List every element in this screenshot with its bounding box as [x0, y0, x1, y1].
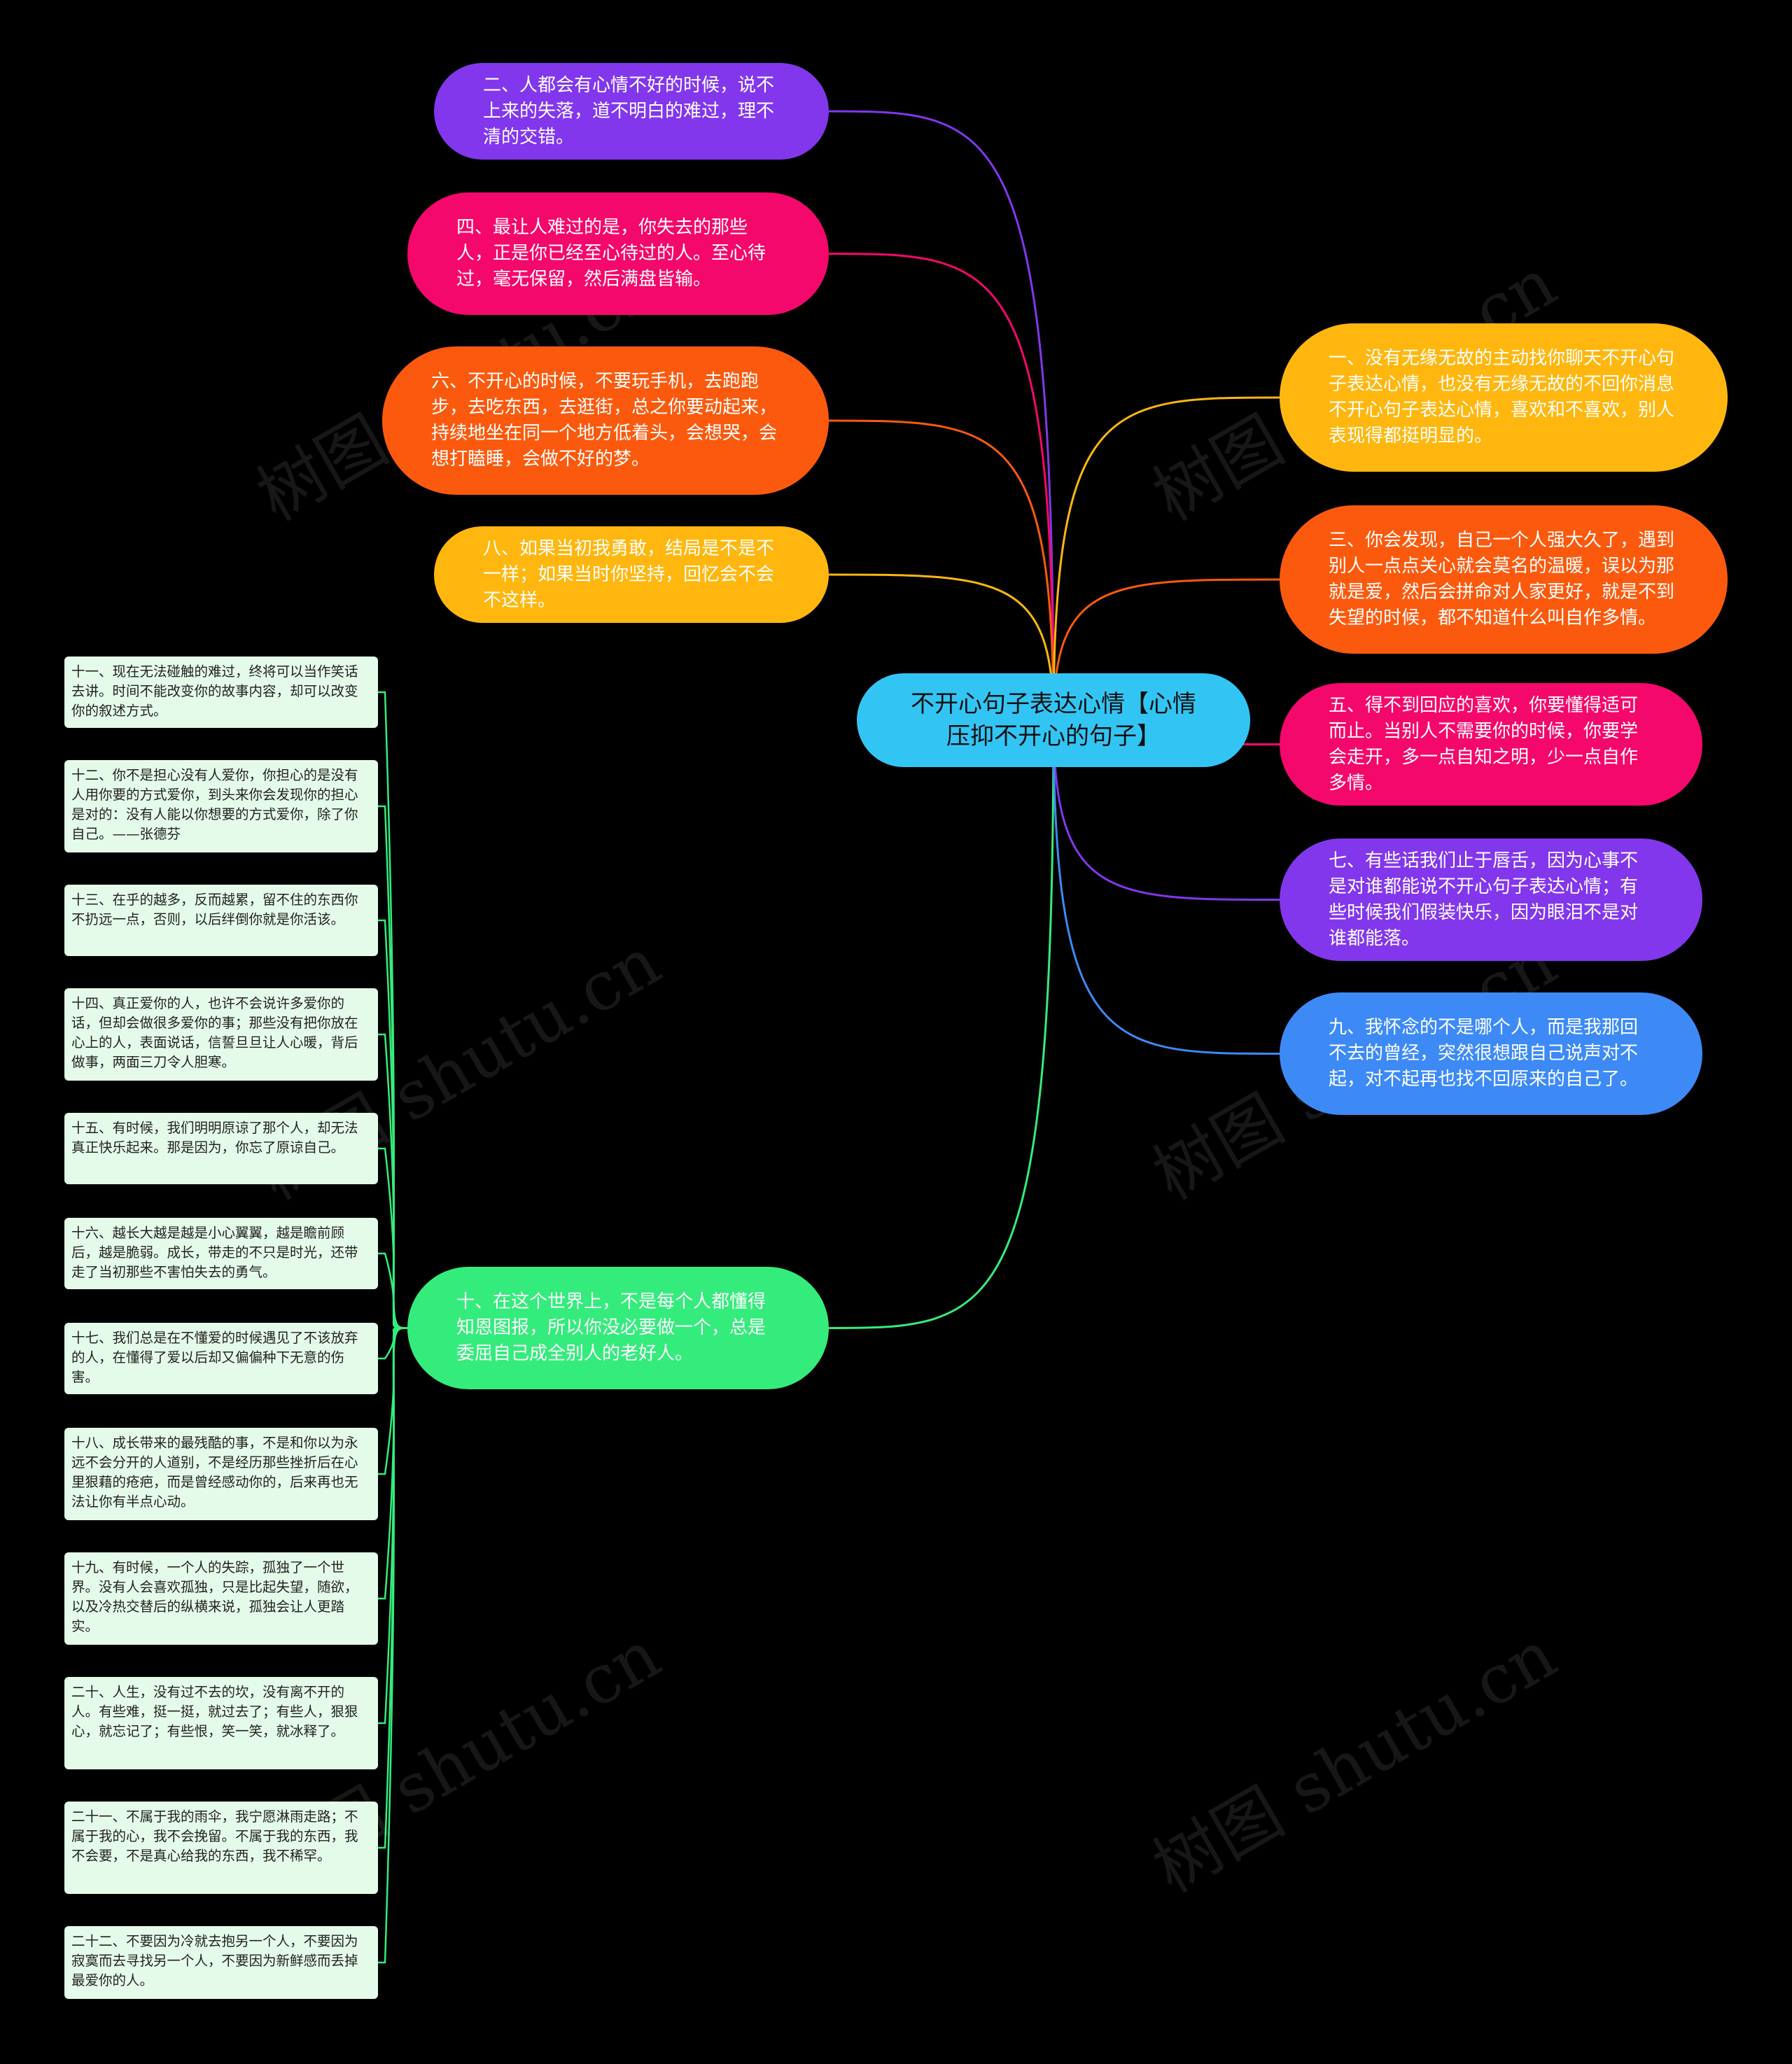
branch-label: 一、没有无缘无故的主动找你聊天不开心句子表达心情，也没有无缘无故的不回你消息不开…	[1329, 348, 1675, 447]
leaf-label: 十九、有时候，一个人的失踪，孤独了一个世界。没有人会喜欢孤独，只是比起失望，随欲…	[71, 1559, 358, 1634]
branch-label: 七、有些话我们止于唇舌，因为心事不是对谁都能说不开心句子表达心情；有些时候我们假…	[1329, 850, 1639, 949]
leaf-label: 二十二、不要因为冷就去抱另一个人，不要因为寂寞而去寻找另一个人，不要因为新鲜感而…	[71, 1933, 358, 1988]
branch-node-9[interactable]: 九、我怀念的不是哪个人，而是我那回不去的曾经，突然很想跟自己说声对不起，对不起再…	[1280, 992, 1702, 1115]
leaf-node-16[interactable]: 十六、越长大越是越是小心翼翼，越是瞻前顾后，越是脆弱。成长，带走的不只是时光，还…	[64, 1218, 378, 1289]
leaf-label: 十八、成长带来的最残酷的事，不是和你以为永远不会分开的人道别，不是经历那些挫折后…	[71, 1435, 358, 1510]
branch-node-1[interactable]: 一、没有无缘无故的主动找你聊天不开心句子表达心情，也没有无缘无故的不回你消息不开…	[1280, 323, 1728, 472]
leaf-node-13[interactable]: 十三、在乎的越多，反而越累，留不住的东西你不扔远一点，否则，以后绊倒你就是你活该…	[64, 885, 378, 956]
branch-node-3[interactable]: 三、你会发现，自己一个人强大久了，遇到别人一点点关心就会莫名的温暖，误以为那就是…	[1280, 505, 1728, 654]
branch-connector	[828, 110, 1055, 721]
leaf-node-14[interactable]: 十四、真正爱你的人，也许不会说许多爱你的话，但却会做很多爱你的事；那些没有把你放…	[64, 988, 378, 1081]
leaf-label: 十五、有时候，我们明明原谅了那个人，却无法真正快乐起来。那是因为，你忘了原谅自己…	[71, 1120, 358, 1156]
center-topic[interactable]: 不开心句子表达心情【心情压抑不开心的句子】	[857, 673, 1250, 767]
leaf-label: 十二、你不是担心没有人爱你，你担心的是没有人用你要的方式爱你，到头来你会发现你的…	[71, 767, 358, 842]
branch-connector	[1052, 719, 1280, 901]
leaf-node-21[interactable]: 二十一、不属于我的雨伞，我宁愿淋雨走路；不属于我的心，我不会挽留。不属于我的东西…	[64, 1802, 378, 1894]
branch-label: 五、得不到回应的喜欢，你要懂得适可而止。当别人不需要你的时候，你要学会走开，多一…	[1329, 694, 1639, 794]
branch-label: 三、你会发现，自己一个人强大久了，遇到别人一点点关心就会莫名的温暖，误以为那就是…	[1329, 530, 1675, 629]
branch-node-10[interactable]: 十、在这个世界上，不是每个人都懂得知恩图报，所以你没必要做一个，总是委屈自己成全…	[407, 1267, 829, 1389]
branch-label: 九、我怀念的不是哪个人，而是我那回不去的曾经，突然很想跟自己说声对不起，对不起再…	[1329, 1017, 1639, 1090]
leaf-label: 二十一、不属于我的雨伞，我宁愿淋雨走路；不属于我的心，我不会挽留。不属于我的东西…	[71, 1809, 358, 1864]
leaf-node-19[interactable]: 十九、有时候，一个人的失踪，孤独了一个世界。没有人会喜欢孤独，只是比起失望，随欲…	[64, 1552, 378, 1645]
leaf-label: 十三、在乎的越多，反而越累，留不住的东西你不扔远一点，否则，以后绊倒你就是你活该…	[71, 892, 358, 927]
leaf-label: 十一、现在无法碰触的难过，终将可以当作笑话去讲。时间不能改变你的故事内容，却可以…	[71, 664, 358, 719]
branch-node-6[interactable]: 六、不开心的时候，不要玩手机，去跑跑步，去吃东西，去逛街，总之你要动起来，持续地…	[382, 346, 829, 495]
leaf-node-22[interactable]: 二十二、不要因为冷就去抱另一个人，不要因为寂寞而去寻找另一个人，不要因为新鲜感而…	[64, 1926, 378, 1999]
branch-node-8[interactable]: 八、如果当初我勇敢，结局是不是不一样；如果当时你坚持，回忆会不会不这样。	[434, 526, 829, 623]
branch-label: 十、在这个世界上，不是每个人都懂得知恩图报，所以你没必要做一个，总是委屈自己成全…	[456, 1291, 766, 1364]
branch-connector	[828, 573, 1055, 721]
branch-label: 六、不开心的时候，不要玩手机，去跑跑步，去吃东西，去逛街，总之你要动起来，持续地…	[431, 371, 778, 470]
branch-connector	[828, 719, 1055, 1329]
leaf-node-20[interactable]: 二十、人生，没有过不去的坎，没有离不开的人。有些难，挺一挺，就过去了；有些人，狠…	[64, 1677, 378, 1769]
branch-label: 四、最让人难过的是，你失去的那些人，正是你已经至心待过的人。至心待过，毫无保留，…	[456, 217, 766, 290]
branch-label: 二、人都会有心情不好的时候，说不上来的失落，道不明白的难过，理不清的交错。	[483, 74, 775, 148]
leaf-label: 二十、人生，没有过不去的坎，没有离不开的人。有些难，挺一挺，就过去了；有些人，狠…	[71, 1684, 358, 1739]
leaf-label: 十四、真正爱你的人，也许不会说许多爱你的话，但却会做很多爱你的事；那些没有把你放…	[71, 995, 358, 1070]
leaf-node-18[interactable]: 十八、成长带来的最残酷的事，不是和你以为永远不会分开的人道别，不是经历那些挫折后…	[64, 1428, 378, 1520]
branch-node-5[interactable]: 五、得不到回应的喜欢，你要懂得适可而止。当别人不需要你的时候，你要学会走开，多一…	[1280, 683, 1702, 806]
branch-connector	[828, 253, 1055, 721]
leaf-label: 十七、我们总是在不懂爱的时候遇见了不该放弃的人，在懂得了爱以后却又偏偏种下无意的…	[71, 1330, 358, 1385]
leaf-node-17[interactable]: 十七、我们总是在不懂爱的时候遇见了不该放弃的人，在懂得了爱以后却又偏偏种下无意的…	[64, 1323, 378, 1394]
branch-connector	[1052, 396, 1280, 721]
branch-label: 八、如果当初我勇敢，结局是不是不一样；如果当时你坚持，回忆会不会不这样。	[483, 538, 775, 611]
branch-connector	[828, 419, 1055, 721]
center-topic-label: 不开心句子表达心情【心情压抑不开心的句子】	[911, 690, 1196, 750]
branch-connector	[1052, 578, 1280, 721]
leaf-label: 十六、越长大越是越是小心翼翼，越是瞻前顾后，越是脆弱。成长，带走的不只是时光，还…	[71, 1225, 358, 1280]
leaf-connector	[378, 1327, 408, 1964]
leaf-node-12[interactable]: 十二、你不是担心没有人爱你，你担心的是没有人用你要的方式爱你，到头来你会发现你的…	[64, 760, 378, 852]
branch-node-4[interactable]: 四、最让人难过的是，你失去的那些人，正是你已经至心待过的人。至心待过，毫无保留，…	[407, 192, 829, 315]
branch-node-2[interactable]: 二、人都会有心情不好的时候，说不上来的失落，道不明白的难过，理不清的交错。	[434, 63, 829, 160]
leaf-node-15[interactable]: 十五、有时候，我们明明原谅了那个人，却无法真正快乐起来。那是因为，你忘了原谅自己…	[64, 1113, 378, 1184]
branch-node-7[interactable]: 七、有些话我们止于唇舌，因为心事不是对谁都能说不开心句子表达心情；有些时候我们假…	[1280, 838, 1702, 961]
leaf-node-11[interactable]: 十一、现在无法碰触的难过，终将可以当作笑话去讲。时间不能改变你的故事内容，却可以…	[64, 657, 378, 728]
branch-connector	[1052, 719, 1280, 1055]
